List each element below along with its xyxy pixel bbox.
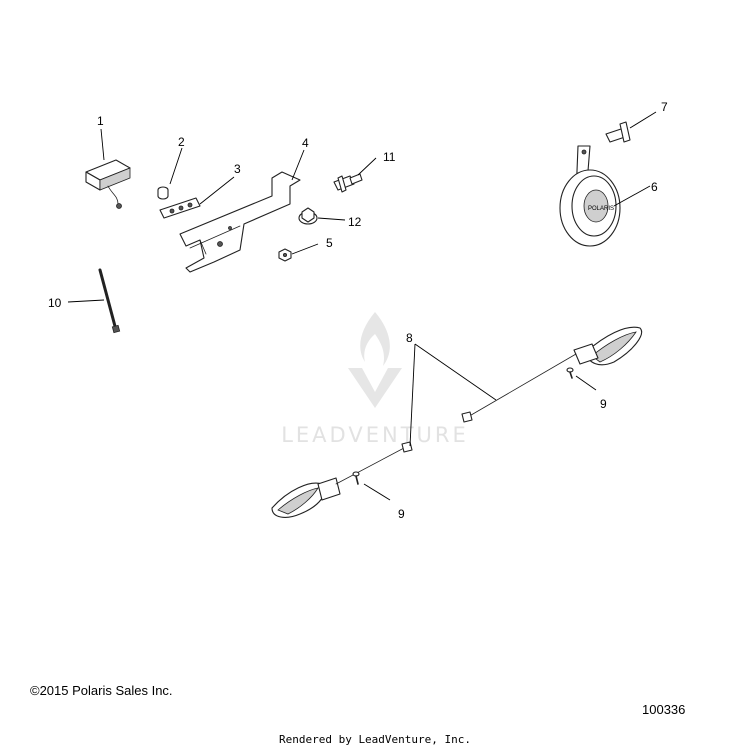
- diagram-id: 100336: [642, 702, 686, 717]
- callout-6: 6: [651, 180, 658, 194]
- cable-tie: [98, 268, 121, 334]
- spacer: [157, 186, 169, 200]
- callout-8: 8: [406, 331, 413, 345]
- callout-4: 4: [302, 136, 309, 150]
- callout-10: 10: [48, 296, 62, 310]
- callout-7: 7: [661, 100, 668, 114]
- turn-signal-front: [271, 441, 413, 518]
- svg-text:POLARIS: POLARIS: [588, 206, 614, 212]
- screw-front: [352, 471, 360, 485]
- copyright-notice: ©2015 Polaris Sales Inc.: [30, 683, 173, 698]
- callout-9-front: 9: [398, 507, 405, 521]
- flange-nut: [298, 207, 318, 225]
- turn-signal-rear: [461, 326, 642, 423]
- bolt: [333, 173, 363, 193]
- callout-1: 1: [97, 114, 104, 128]
- mounting-plate: [159, 197, 201, 219]
- screw-rear: [566, 367, 574, 379]
- callout-3: 3: [234, 162, 241, 176]
- callout-11: 11: [383, 150, 396, 164]
- callout-2: 2: [178, 135, 185, 149]
- leadventure-flame-logo: [348, 312, 402, 408]
- horn: POLARIS: [559, 145, 621, 247]
- callout-9-rear: 9: [600, 397, 607, 411]
- rendered-by-credit: Rendered by LeadVenture, Inc.: [278, 733, 472, 746]
- watermark-brand: LEADVENTURE: [281, 423, 469, 447]
- callout-5: 5: [326, 236, 333, 250]
- mounting-bracket: [179, 171, 301, 273]
- relay-module: [85, 159, 131, 209]
- callout-12: 12: [348, 215, 362, 229]
- nut: [278, 248, 292, 262]
- horn-bolt: [605, 121, 631, 143]
